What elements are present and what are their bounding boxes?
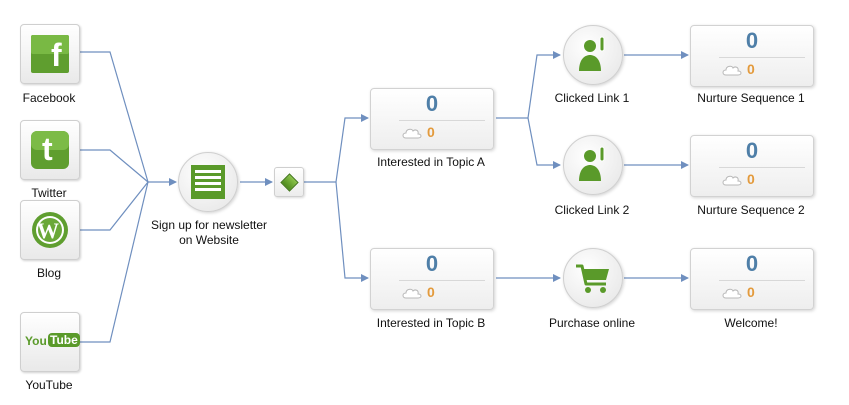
topic-a-separator: [399, 120, 485, 121]
welcome-cloud-count: 0: [747, 284, 755, 300]
clicked-link-2-node[interactable]: [563, 135, 623, 195]
twitter-label: Twitter: [31, 186, 67, 200]
welcome-separator: [719, 280, 805, 281]
topic-a-label: Interested in Topic A: [377, 155, 485, 169]
blog-source-tile[interactable]: W: [20, 200, 80, 260]
nurture-2-cloud-count: 0: [747, 171, 755, 187]
signup-label-line1: Sign up for newsletter: [150, 218, 268, 232]
purchase-node[interactable]: [563, 248, 623, 308]
shopping-cart-icon: [576, 264, 609, 293]
nurture-2-count: 0: [745, 138, 759, 163]
topic-b-separator: [399, 280, 485, 281]
youtube-tube-glyph: Tube: [48, 333, 80, 347]
decision-node[interactable]: [274, 167, 304, 197]
nurture-1-count: 0: [745, 28, 759, 53]
topic-a-cloud-count: 0: [427, 124, 435, 140]
signup-label-line2: on Website: [179, 233, 239, 247]
facebook-icon: f: [31, 35, 69, 73]
cloud-icon: [722, 288, 742, 299]
topic-b-card[interactable]: 0 0: [370, 248, 494, 310]
youtube-label: YouTube: [25, 378, 73, 392]
facebook-glyph: f: [51, 37, 62, 73]
cloud-icon: [402, 288, 422, 299]
clicked-link-1-label: Clicked Link 1: [554, 91, 630, 105]
youtube-you-glyph: You: [25, 334, 47, 348]
youtube-icon: You Tube: [25, 333, 80, 352]
wordpress-glyph: W: [37, 218, 59, 243]
cloud-icon: [722, 175, 742, 186]
person-click-icon: [579, 36, 605, 71]
nurture-1-card[interactable]: 0 0: [690, 25, 814, 87]
twitter-source-tile[interactable]: t: [20, 120, 80, 180]
purchase-label: Purchase online: [548, 316, 636, 330]
form-icon: [191, 165, 225, 199]
topic-a-count: 0: [425, 91, 439, 116]
topic-b-count: 0: [425, 251, 439, 276]
nurture-2-separator: [719, 167, 805, 168]
welcome-card[interactable]: 0 0: [690, 248, 814, 310]
welcome-count: 0: [745, 251, 759, 276]
topic-b-cloud-count: 0: [427, 284, 435, 300]
cloud-icon: [722, 65, 742, 76]
nurture-1-cloud-count: 0: [747, 61, 755, 77]
topic-a-card[interactable]: 0 0: [370, 88, 494, 150]
nurture-1-label: Nurture Sequence 1: [697, 91, 805, 105]
wordpress-icon: W: [31, 211, 69, 249]
nurture-2-card[interactable]: 0 0: [690, 135, 814, 197]
blog-label: Blog: [36, 266, 62, 280]
signup-label: Sign up for newsletter on Website: [140, 218, 278, 248]
clicked-link-1-node[interactable]: [563, 25, 623, 85]
decision-diamond-icon: [280, 173, 299, 192]
clicked-link-2-label: Clicked Link 2: [554, 203, 630, 217]
twitter-icon: t: [31, 131, 69, 169]
nurture-1-separator: [719, 57, 805, 58]
nurture-2-label: Nurture Sequence 2: [697, 203, 805, 217]
topic-b-label: Interested in Topic B: [376, 316, 486, 330]
facebook-source-tile[interactable]: f: [20, 24, 80, 84]
signup-form-node[interactable]: [178, 152, 238, 212]
twitter-glyph: t: [42, 131, 53, 167]
cloud-icon: [402, 128, 422, 139]
facebook-label: Facebook: [22, 91, 76, 105]
person-click-icon: [579, 146, 605, 181]
youtube-source-tile[interactable]: You Tube: [20, 312, 80, 372]
welcome-label: Welcome!: [724, 316, 778, 330]
